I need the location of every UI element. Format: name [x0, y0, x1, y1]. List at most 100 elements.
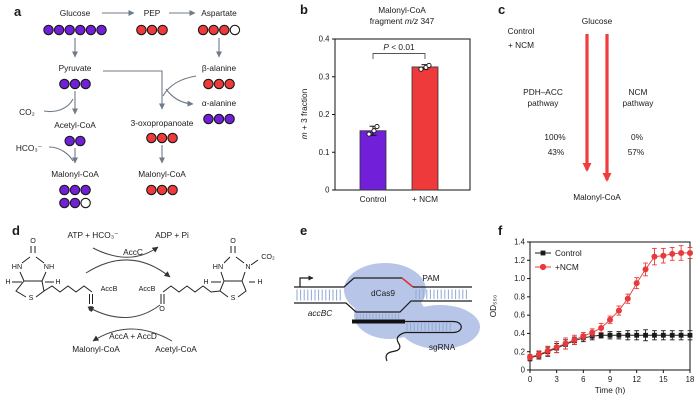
d-right-h1: H: [203, 277, 208, 286]
node-hco3: HCO₃⁻: [16, 143, 42, 153]
d-acetyl-label: Acetyl-CoA: [155, 344, 197, 354]
curve-hco3-branch: [48, 146, 74, 162]
d-left-h1: H: [5, 277, 10, 286]
d-cycle-arrows: [85, 246, 173, 342]
d-adp-label: ADP + Pi: [155, 230, 189, 240]
f-legend-ncm-label: +NCM: [555, 262, 579, 272]
carbon-dot-purple: [59, 78, 70, 90]
carbon-dot-purple: [80, 78, 91, 90]
node-co2: CO₂: [19, 107, 35, 117]
d-arc-carboxylation: [85, 259, 171, 278]
d-right-hn: HN: [213, 262, 223, 271]
b-ytick-label: 0.4: [319, 35, 331, 44]
carbon-dot-red: [167, 184, 178, 196]
sgrna-hairpin-loop: [452, 320, 462, 334]
panel-b: b Malonyl-CoA fragment m/z 347 00.10.20.…: [299, 2, 471, 204]
f-ytick-label: 0: [521, 366, 526, 375]
b-replicate-point: [426, 62, 432, 68]
d-right-chain-o: O: [159, 304, 165, 313]
d-arc-acetyl-malonyl: [92, 328, 173, 342]
carbon-dot-red: [136, 24, 147, 36]
b-ylabel: m + 3 fraction: [299, 88, 309, 139]
carbon-dot-red: [146, 132, 157, 144]
carbon-dot-red: [197, 24, 209, 36]
carbon-dot-purple: [64, 135, 75, 147]
f-point-circle: [615, 307, 622, 314]
carbon-dot-purple: [43, 24, 54, 36]
carbon-dot-red: [224, 78, 235, 90]
bar-+NCM: [411, 66, 439, 191]
promoter-arrow[interactable]: [299, 275, 314, 287]
b-title-line1: Malonyl-CoA: [378, 5, 426, 15]
node-glucose: Glucose: [60, 8, 91, 18]
f-point-circle: [660, 252, 667, 259]
d-left-o: O: [30, 236, 36, 245]
dots-malonyl-left-1: [59, 184, 91, 196]
curve-to-alpha-alanine: [165, 88, 194, 107]
dots-pyruvate: [59, 78, 91, 90]
f-point-square: [643, 332, 648, 338]
node-malonyl-right: Malonyl-CoA: [138, 169, 186, 179]
f-xtick-label: 18: [686, 375, 695, 384]
c-left-pct-ncm: 43%: [548, 147, 565, 157]
carbon-dot-purple: [75, 24, 86, 36]
panel-f-label: f: [498, 223, 503, 238]
carbon-dot-purple: [85, 24, 97, 36]
carbon-dot-red: [219, 24, 230, 36]
carbon-dot-purple: [59, 197, 70, 209]
f-point-circle: [624, 295, 631, 302]
panel-e: e dCas9 PAM accBC sgRNA: [294, 223, 480, 362]
f-point-circle: [527, 354, 533, 361]
b-ytick-label: 0: [325, 186, 330, 195]
f-point-square: [652, 332, 657, 338]
panel-c-label: c: [498, 2, 505, 17]
f-point-circle: [580, 333, 587, 340]
b-ytick-label: 0.3: [319, 72, 330, 81]
f-point-square: [607, 332, 613, 338]
f-point-circle: [589, 329, 596, 336]
sgrna-spacer-bar: [352, 319, 405, 324]
d-arc-transfer: [87, 304, 161, 318]
node-aspartate: Aspartate: [201, 8, 237, 18]
pam-segment: [401, 277, 414, 288]
dots-malonyl-right: [146, 184, 178, 196]
c-product: Malonyl-CoA: [573, 192, 621, 202]
d-left-s: S: [29, 293, 34, 302]
d-left-hn: HN: [12, 262, 22, 271]
f-point-circle: [562, 340, 569, 347]
f-point-square: [625, 332, 631, 338]
carbon-dot-purple: [69, 197, 81, 209]
f-xtick-label: 15: [659, 375, 668, 384]
f-xtick-label: 3: [554, 375, 558, 384]
d-arc-atp-adp: [92, 246, 159, 258]
dots-beta-alanine: [203, 78, 235, 90]
f-xtick-label: 6: [581, 375, 585, 384]
d-left-carbonyl-bond: [30, 246, 36, 253]
f-legend-circle-icon: [539, 263, 547, 271]
d-left-ring-mid: [19, 271, 47, 282]
biotin-left-structure: [12, 246, 93, 304]
f-ytick-label: 0.4: [514, 329, 526, 338]
f-ytick-label: 1.0: [514, 274, 526, 283]
f-legend-control-label: Control: [555, 248, 582, 258]
f-point-circle: [669, 250, 676, 257]
dots-acetyl-coa: [64, 135, 86, 147]
dna-top-strand-left: [294, 277, 402, 288]
carbon-dot-white: [80, 197, 91, 209]
d-right-accb: AccB: [139, 284, 156, 293]
node-beta-alanine: β-alanine: [202, 63, 237, 73]
d-left-chain-carbonyl: [89, 294, 93, 304]
carbon-dot-red: [208, 24, 219, 36]
node-oxopropanoate: 3-oxopropanoate: [131, 118, 194, 128]
b-replicate-point: [418, 66, 424, 72]
panel-a-label: a: [14, 4, 22, 19]
b-title-line2: fragment m/z 347: [370, 16, 435, 26]
f-xlabel: Time (h): [595, 385, 626, 395]
d-left-nh: NH: [44, 262, 54, 271]
dots-aspartate: [197, 24, 241, 36]
f-plot-frame: [529, 241, 691, 371]
gene-label: accBC: [308, 308, 333, 318]
